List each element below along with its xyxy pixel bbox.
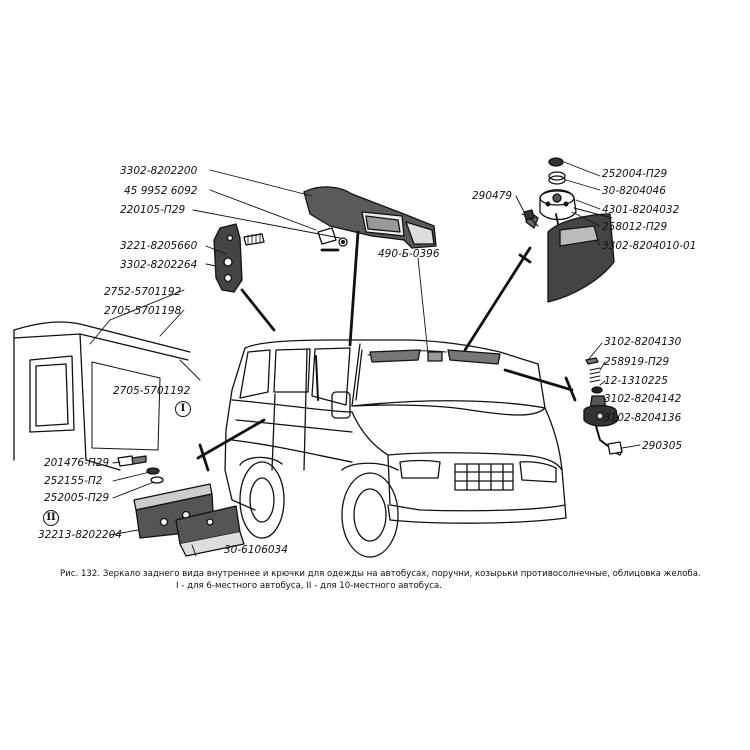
figure-caption: Рис. 132. Зеркало заднего вида внутренне… [60,568,701,592]
label-30-6106034: 30-6106034 [224,544,288,556]
caption-line-2: I - для 6-местного автобуса, II - для 10… [176,581,442,591]
label-3102-8204130: 3102-8204130 [604,336,682,348]
label-220105-p29: 220105-П29 [120,204,186,216]
van-body [224,339,567,558]
label-2705-5701192: 2705-5701192 [113,385,191,397]
screw-290305 [607,441,623,455]
label-252155-p2: 252155-П2 [44,475,103,487]
rear-view-mirror [303,186,437,249]
label-201476-p29: 201476-П29 [44,457,110,469]
marker-roman-2: II [43,510,59,526]
rear-body-section [13,321,191,471]
leader-lines [89,161,641,557]
label-32213-8202204: 32213-8202204 [38,529,122,541]
label-2752-5701192: 2752-5701192 [104,286,182,298]
label-4301-8204032: 4301-8204032 [602,204,680,216]
gutter-trim [117,455,245,557]
sun-visor [521,157,615,303]
label-12-1310225: 12-1310225 [604,375,668,387]
caption-line-1: Рис. 132. Зеркало заднего вида внутренне… [60,569,701,579]
label-252005-p29: 252005-П29 [44,492,110,504]
clothes-hook-assembly [583,357,623,456]
label-3302-8204010-01: 3302-8204010-01 [602,240,697,252]
label-2705-5701198: 2705-5701198 [104,305,182,317]
connector-lines [196,230,577,472]
label-30-8204046: 30-8204046 [602,185,666,197]
label-252004-p29: 252004-П29 [602,168,668,180]
label-290305: 290305 [642,440,683,452]
label-3102-8204136: 3102-8204136 [604,412,682,424]
label-45-9952-6092: 45 9952 6092 [124,185,198,197]
coat-hook [213,223,265,293]
label-490-b-0396: 490-Б-0396 [378,248,440,260]
label-3302-8202264: 3302-8202264 [120,259,198,271]
label-258012-p29: 258012-П29 [602,221,668,233]
label-3221-8205660: 3221-8205660 [120,240,198,252]
label-3102-8204142: 3102-8204142 [604,393,682,405]
label-258919-p29: 258919-П29 [604,356,670,368]
label-3302-8202200: 3302-8202200 [120,165,198,177]
screw-290479 [523,209,539,227]
marker-roman-1: I [175,401,191,417]
label-290479: 290479 [472,190,513,202]
